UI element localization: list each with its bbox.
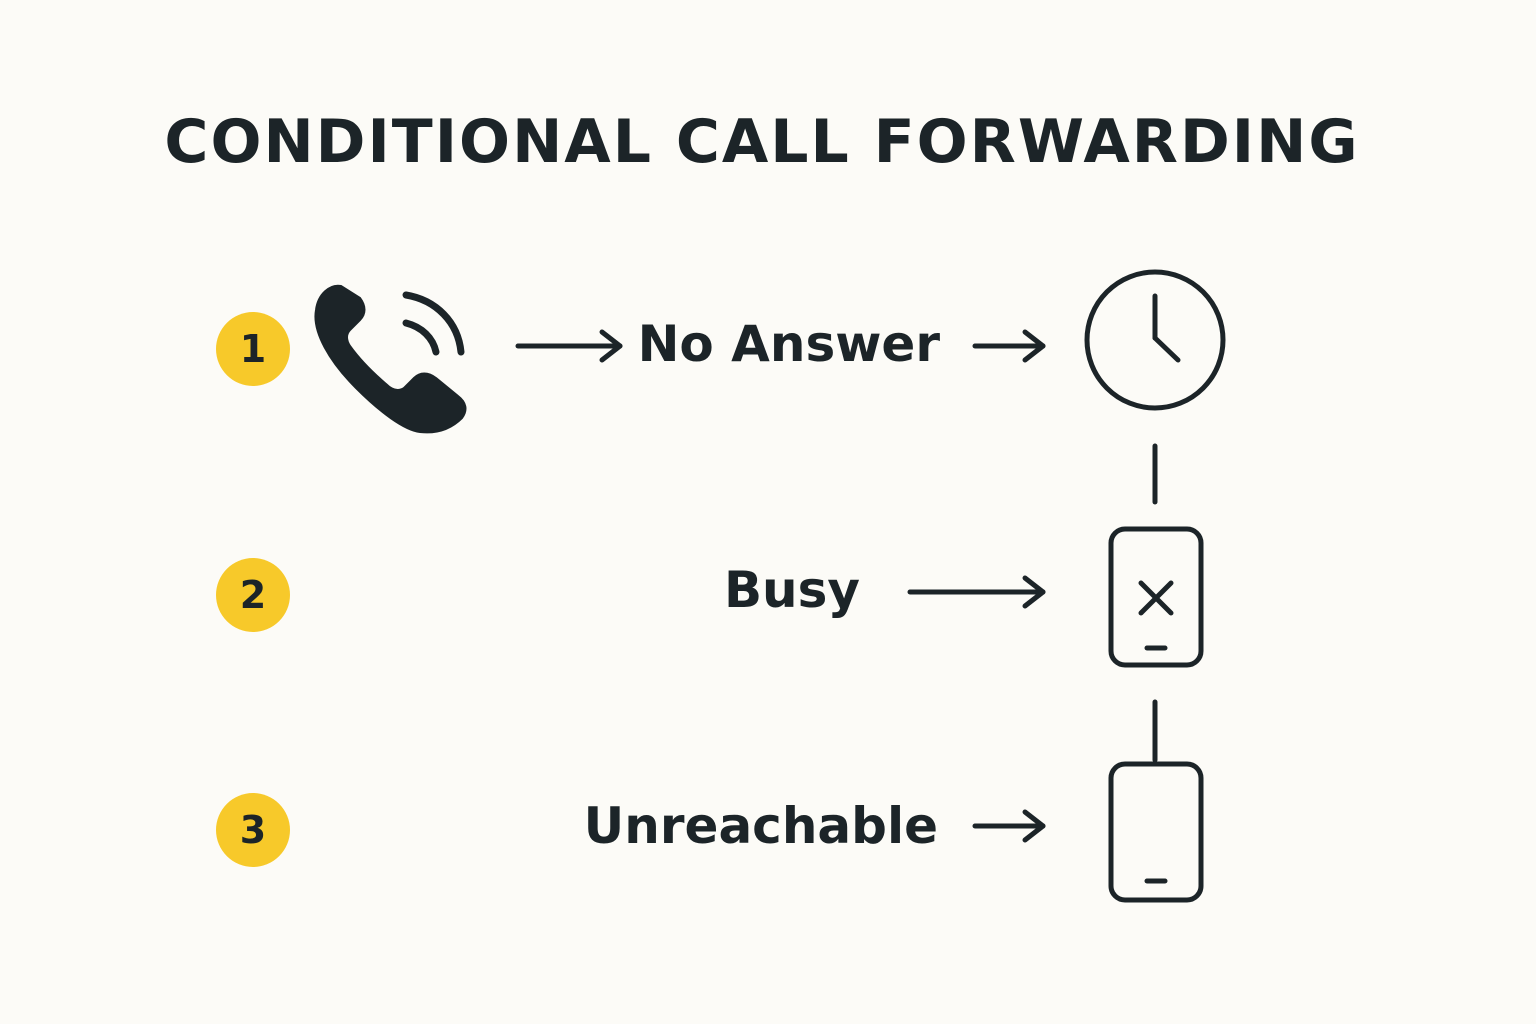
condition-label-no-answer: No Answer <box>637 315 940 373</box>
diagram-title: CONDITIONAL CALL FORWARDING <box>164 107 1360 177</box>
step-3-badge: 3 <box>216 793 290 867</box>
smartphone-icon <box>1108 761 1204 903</box>
arrow-phone-to-no-answer <box>515 329 623 363</box>
ringing-phone-icon <box>314 284 467 434</box>
arrow-unreachable-to-phone <box>972 809 1046 843</box>
step-2-badge: 2 <box>216 558 290 632</box>
arrow-no-answer-to-clock <box>972 329 1046 363</box>
condition-label-unreachable: Unreachable <box>583 797 938 855</box>
condition-label-busy: Busy <box>723 561 860 619</box>
clock-icon <box>1084 269 1226 411</box>
arrow-busy-to-phone <box>907 575 1046 609</box>
phone-x-icon <box>1108 526 1204 668</box>
step-1-badge: 1 <box>216 312 290 386</box>
